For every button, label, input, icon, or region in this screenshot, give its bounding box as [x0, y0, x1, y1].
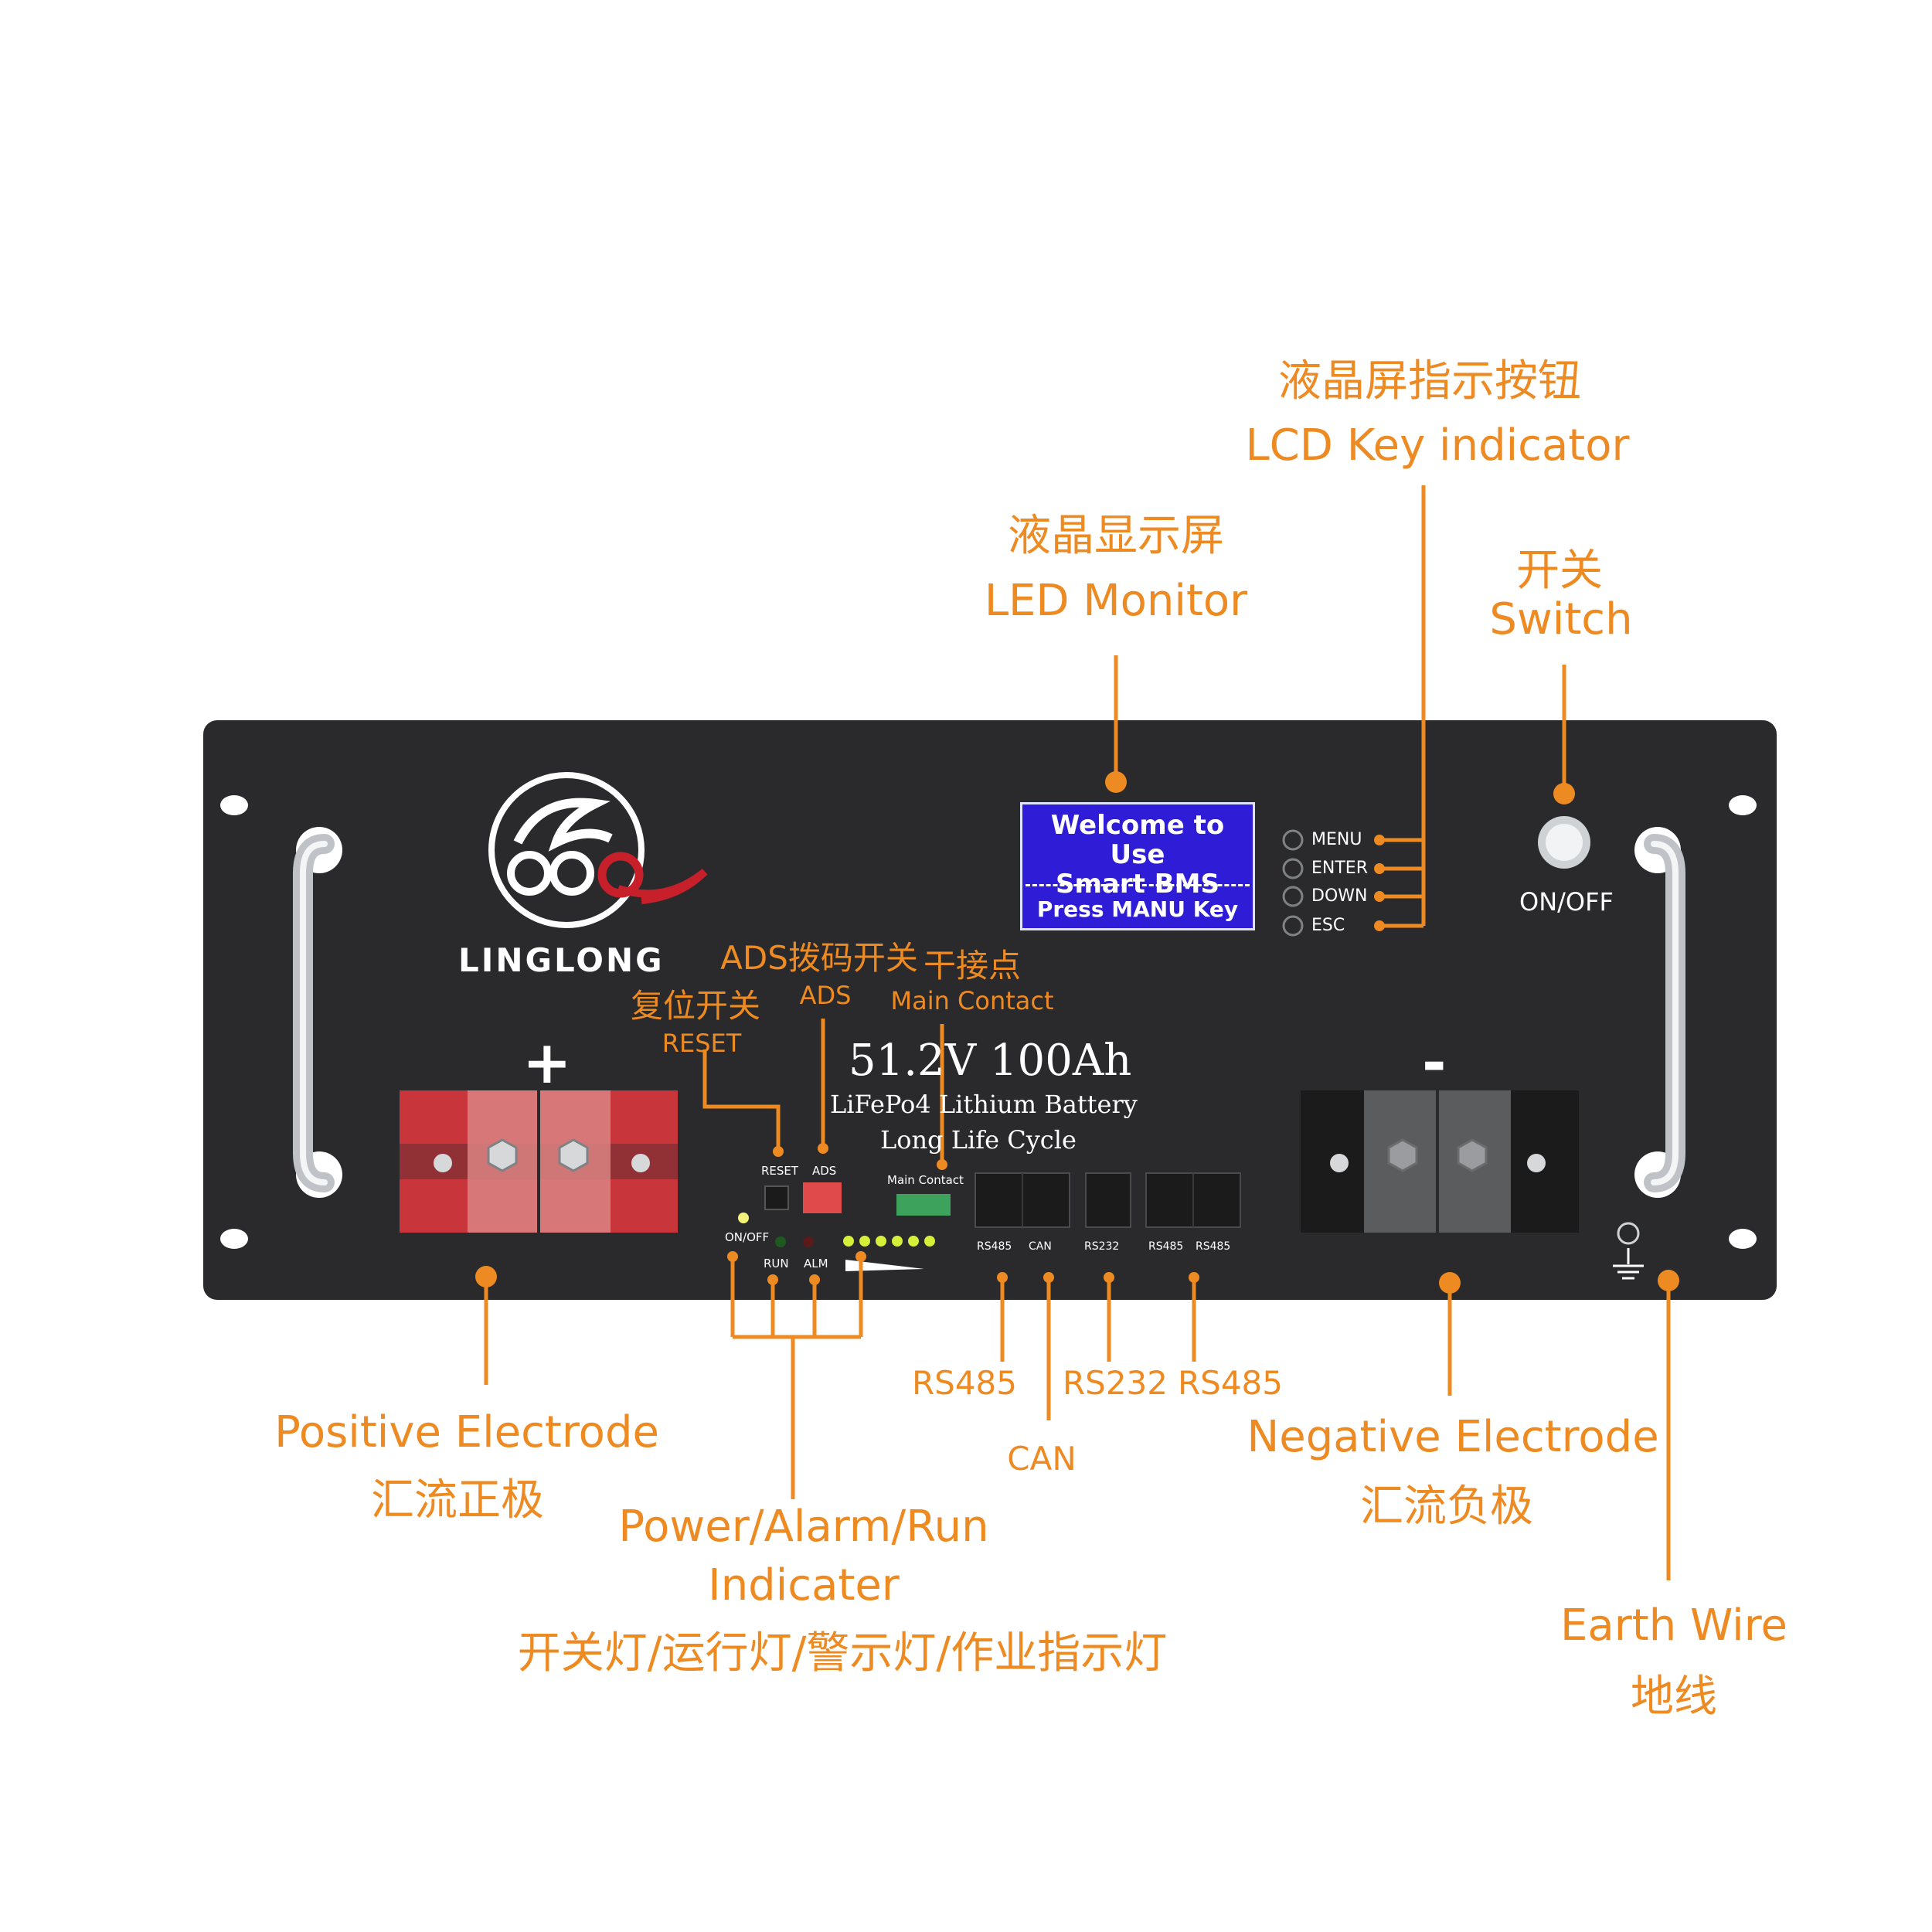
left-handle	[293, 827, 342, 1198]
callout-led-monitor-cn: 液晶显示屏	[1008, 511, 1224, 561]
switch-label: ON/OFF	[1519, 887, 1614, 917]
port-label-can: CAN	[1029, 1240, 1052, 1253]
mount-hole	[220, 1229, 248, 1249]
run-led	[775, 1236, 786, 1247]
reset-button	[764, 1185, 789, 1210]
callout-negative-cn: 汇流负极	[1360, 1481, 1533, 1532]
callout-negative-en: Negative Electrode	[1247, 1412, 1659, 1462]
positive-symbol: +	[522, 1028, 572, 1097]
reset-label: RESET	[761, 1164, 799, 1178]
lcd-monitor: Welcome to Use Smart BMS Press MANU Key	[1020, 802, 1255, 930]
callout-main-contact-cn: 干接点	[923, 947, 1022, 985]
key-label-menu: MENU	[1311, 830, 1362, 849]
callout-positive-en: Positive Electrode	[274, 1407, 659, 1458]
callout-switch-en: Switch	[1489, 594, 1633, 645]
callout-reset-cn: 复位开关	[630, 987, 761, 1025]
callout-rs485-b: RS485	[1177, 1364, 1284, 1402]
port-label-rs485-2: RS485	[1148, 1240, 1184, 1253]
capacity-led	[843, 1236, 854, 1247]
key-label-esc: ESC	[1311, 916, 1345, 935]
port-label-rs485-3: RS485	[1196, 1240, 1231, 1253]
menu-key	[1282, 829, 1304, 851]
capacity-led	[876, 1236, 886, 1247]
earth-terminal	[1613, 1222, 1644, 1280]
callout-switch-cn: 开关	[1516, 546, 1603, 596]
ads-label: ADS	[812, 1164, 837, 1178]
down-key	[1282, 886, 1304, 907]
power-switch-button	[1538, 816, 1590, 869]
alm-led	[803, 1236, 814, 1247]
main-contact-label: Main Contact	[887, 1173, 964, 1187]
callout-earth-cn: 地线	[1631, 1672, 1717, 1722]
callout-main-contact-en: Main Contact	[890, 986, 1054, 1015]
positive-terminal	[400, 1090, 678, 1233]
mount-hole	[1729, 1229, 1757, 1249]
lcd-divider	[1026, 884, 1250, 886]
linglong-logo	[488, 772, 708, 928]
key-label-down: DOWN	[1311, 886, 1368, 906]
callout-can: CAN	[1007, 1440, 1077, 1478]
capacity-led	[892, 1236, 903, 1247]
capacity-wedge	[845, 1260, 924, 1271]
callout-lcd-key-en: LCD Key indicator	[1245, 420, 1630, 471]
brand-logo-text: LINGLONG	[458, 941, 665, 979]
lcd-line-1-text: Welcome to Use	[1050, 810, 1225, 870]
battery-life: Long Life Cycle	[880, 1125, 1077, 1155]
callout-positive-cn: 汇流正极	[371, 1475, 544, 1526]
callout-ads-cn: ADS拨码开关	[720, 939, 918, 977]
leader-dots	[475, 771, 1679, 1294]
port-label-rs232: RS232	[1084, 1240, 1120, 1253]
callout-earth-en: Earth Wire	[1560, 1600, 1787, 1651]
leader-lines	[484, 485, 1671, 1580]
callout-ads-en: ADS	[799, 981, 852, 1010]
rs232-port	[1085, 1172, 1131, 1228]
mount-hole	[1729, 795, 1757, 815]
key-label-enter: ENTER	[1311, 859, 1368, 878]
run-led-label: RUN	[764, 1257, 789, 1270]
battery-chemistry: LiFePo4 Lithium Battery	[830, 1090, 1138, 1119]
capacity-led	[924, 1236, 935, 1247]
onoff-led-label: ON/OFF	[725, 1230, 770, 1244]
esc-key	[1282, 915, 1304, 937]
callout-indicator-cn: 开关灯/运行灯/警示灯/作业指示灯	[517, 1628, 1168, 1679]
battery-spec: 51.2V 100Ah	[849, 1036, 1132, 1086]
capacity-led	[908, 1236, 919, 1247]
callout-indicator-en-2: Indicater	[708, 1560, 900, 1611]
right-handle	[1634, 827, 1685, 1198]
callout-indicator-en-1: Power/Alarm/Run	[618, 1502, 989, 1552]
callout-rs485-a: RS485	[911, 1364, 1018, 1402]
negative-symbol: -	[1422, 1028, 1447, 1097]
callout-reset-en: RESET	[662, 1029, 742, 1058]
onoff-led	[738, 1213, 749, 1223]
mount-hole	[220, 795, 248, 815]
capacity-led	[859, 1236, 870, 1247]
ads-dip-switch	[803, 1182, 842, 1213]
port-label-rs485-1: RS485	[977, 1240, 1012, 1253]
alm-led-label: ALM	[804, 1257, 828, 1270]
lcd-line-3: Press MANU Key	[1036, 896, 1239, 922]
negative-terminal	[1301, 1090, 1579, 1233]
callout-led-monitor-en: LED Monitor	[984, 576, 1248, 626]
callout-lcd-key-cn: 液晶屏指示按钮	[1278, 356, 1581, 406]
enter-key	[1282, 858, 1304, 879]
callout-rs232: RS232	[1062, 1364, 1168, 1402]
main-contact-terminal	[896, 1194, 951, 1216]
